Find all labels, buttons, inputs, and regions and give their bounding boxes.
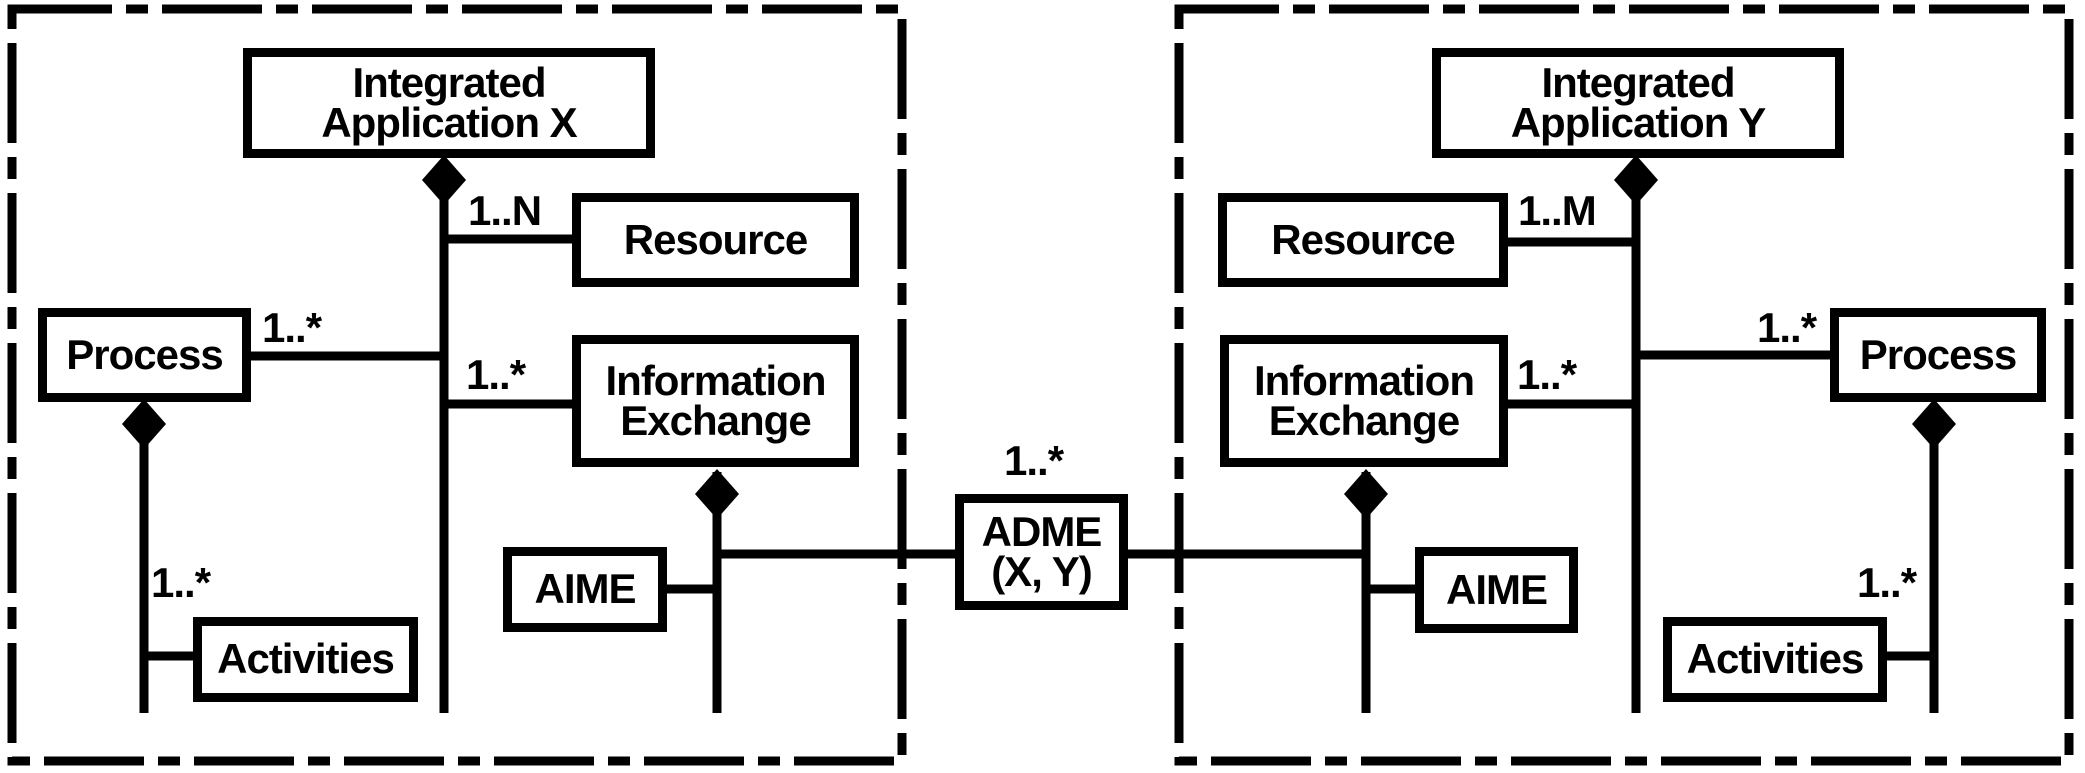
class-box-adme: ADME (X, Y) <box>955 494 1128 610</box>
multiplicity-label-appy-infoexchange: 1..* <box>1517 351 1577 398</box>
class-box-resource-x: Resource <box>572 193 859 287</box>
system-boundary-y <box>1174 4 2074 766</box>
class-box-information-exchange-y: Information Exchange <box>1220 335 1508 467</box>
system-boundary-x <box>7 4 907 766</box>
class-box-activities-y: Activities <box>1663 617 1887 702</box>
multiplicity-label-processx-activities: 1..* <box>151 559 211 606</box>
class-box-integrated-application-y: Integrated Application Y <box>1432 48 1844 158</box>
class-box-integrated-application-x: Integrated Application X <box>243 48 655 158</box>
class-box-resource-y: Resource <box>1218 193 1508 287</box>
multiplicity-label-processy-activities: 1..* <box>1857 559 1917 606</box>
composition-diamond-infoexchangex <box>695 469 739 519</box>
class-box-process-x: Process <box>38 308 251 402</box>
composition-diamond-appy <box>1614 155 1658 205</box>
composition-diamond-infoexchangey <box>1344 469 1388 519</box>
multiplicity-label-appx-infoexchange: 1..* <box>466 351 526 398</box>
multiplicity-label-processy-appy: 1..* <box>1757 304 1817 351</box>
multiplicity-label-appy-resource: 1..M <box>1518 187 1597 234</box>
class-box-aime-x: AIME <box>503 547 667 632</box>
composition-diamond-appx <box>422 155 466 205</box>
class-box-process-y: Process <box>1830 308 2046 402</box>
composition-diamond-processy <box>1912 399 1956 449</box>
multiplicity-label-infoexchange-adme: 1..* <box>1004 437 1064 484</box>
multiplicity-label-appx-resource: 1..N <box>468 187 542 234</box>
class-box-information-exchange-x: Information Exchange <box>572 335 859 467</box>
multiplicity-label-processx-appx: 1..* <box>262 304 322 351</box>
composition-diamond-processx <box>122 399 166 449</box>
class-box-activities-x: Activities <box>193 617 418 702</box>
class-box-aime-y: AIME <box>1415 547 1578 633</box>
